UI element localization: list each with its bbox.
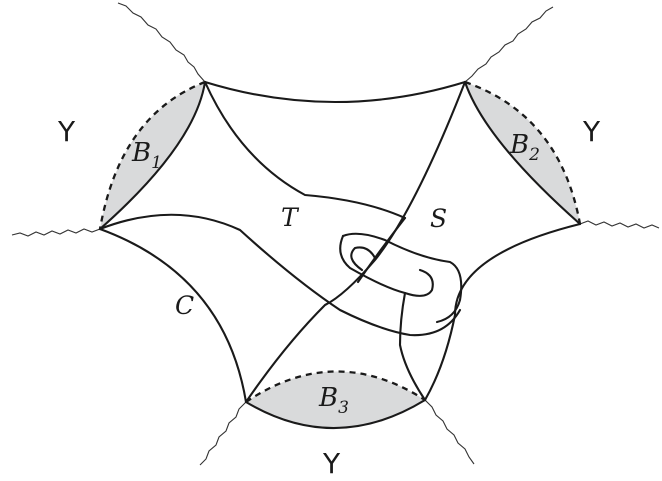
left-edge-c	[98, 227, 248, 404]
knot-curves	[98, 80, 467, 404]
outer-edges	[98, 80, 582, 404]
wavy-line-left	[11, 228, 101, 237]
wavy-line-bottom-left	[199, 401, 247, 466]
label-b1: B1	[131, 138, 162, 173]
knot-loop-inner	[350, 246, 377, 272]
label-c: C	[175, 291, 194, 320]
wavy-line-bottom-right	[424, 399, 475, 465]
label-y-right: Y	[582, 115, 601, 148]
right-edge	[423, 222, 582, 402]
wavy-line-top-left	[117, 2, 206, 83]
boundary-disk-b2	[463, 80, 582, 226]
label-s: S	[430, 204, 447, 233]
curve-s-inner	[356, 216, 407, 284]
curve-s	[244, 80, 467, 404]
label-y-left: Y	[57, 115, 76, 148]
boundary-disk-b3	[244, 370, 427, 429]
wavy-line-right	[579, 220, 660, 229]
top-edge	[203, 80, 467, 103]
wavy-line-top-right	[464, 6, 554, 83]
knot-loop-outer	[341, 232, 463, 324]
label-t: T	[281, 203, 300, 232]
label-b2: B2	[509, 130, 540, 165]
label-b3: B3	[318, 383, 349, 418]
label-y-bottom: Y	[322, 447, 341, 480]
curve-t-lower	[98, 213, 462, 337]
wavy-boundary-lines	[11, 2, 660, 466]
knot-under-right	[398, 291, 427, 402]
curve-t	[203, 80, 407, 220]
boundary-disk-b1	[98, 80, 207, 231]
